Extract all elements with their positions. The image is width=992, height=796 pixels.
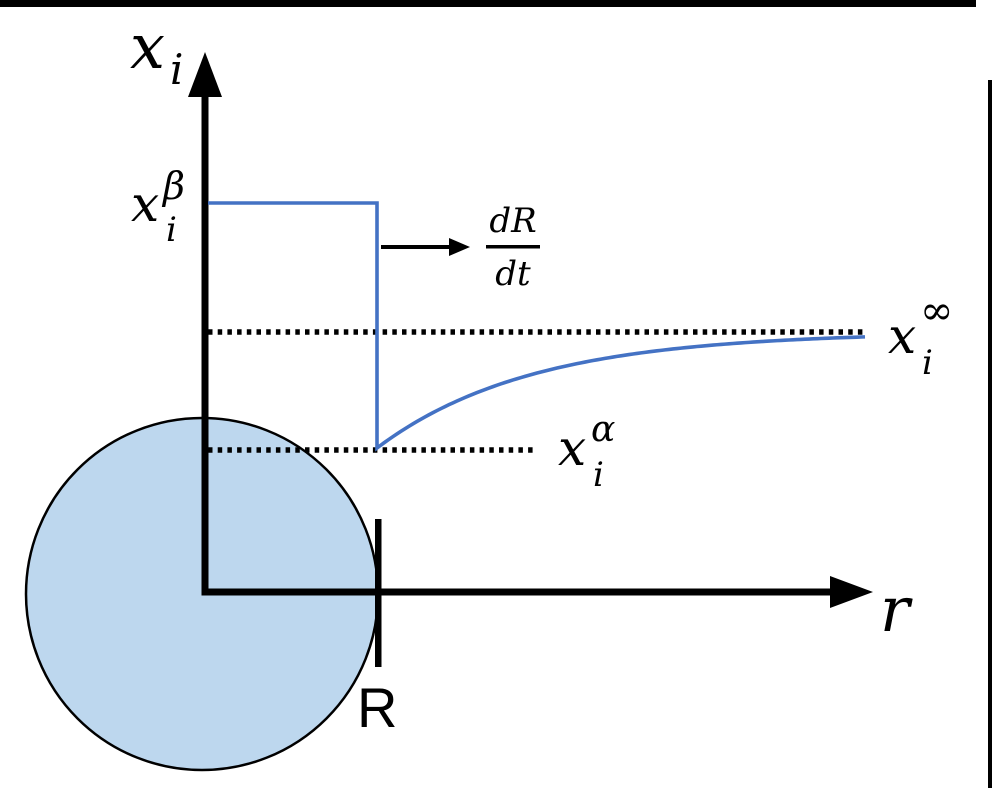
y-axis-label-base: x <box>130 10 165 83</box>
axes-lines <box>201 90 838 596</box>
growth-rate-denominator: dt <box>495 254 531 294</box>
slide-border-top <box>0 0 976 7</box>
slide-border-right <box>988 80 992 788</box>
growth-rate-arrowhead-icon <box>449 238 470 256</box>
beta-level-label-sup: β <box>161 164 185 208</box>
y-axis-label-sub: i <box>170 45 183 94</box>
far-field-label-base: x <box>888 307 916 365</box>
concentration-profile-curve <box>208 201 866 452</box>
radius-label: R <box>357 676 397 739</box>
x-axis-label: r <box>880 573 913 646</box>
growth-rate-numerator: dR <box>489 201 536 241</box>
x-axis-arrowhead-icon <box>830 576 873 608</box>
far-field-label-sup: ∞ <box>920 288 953 334</box>
alpha-level-label-sup: α <box>591 409 615 450</box>
beta-level-label-base: x <box>131 175 159 233</box>
alpha-level-label-base: x <box>558 419 586 477</box>
alpha-level-label-sub: i <box>593 455 604 495</box>
fraction-bar <box>486 245 540 249</box>
far-field-label-sub: i <box>922 343 933 383</box>
y-axis-arrowhead-icon <box>188 52 222 97</box>
radius-tick-mark <box>375 519 382 667</box>
beta-level-label-sub: i <box>166 210 177 250</box>
